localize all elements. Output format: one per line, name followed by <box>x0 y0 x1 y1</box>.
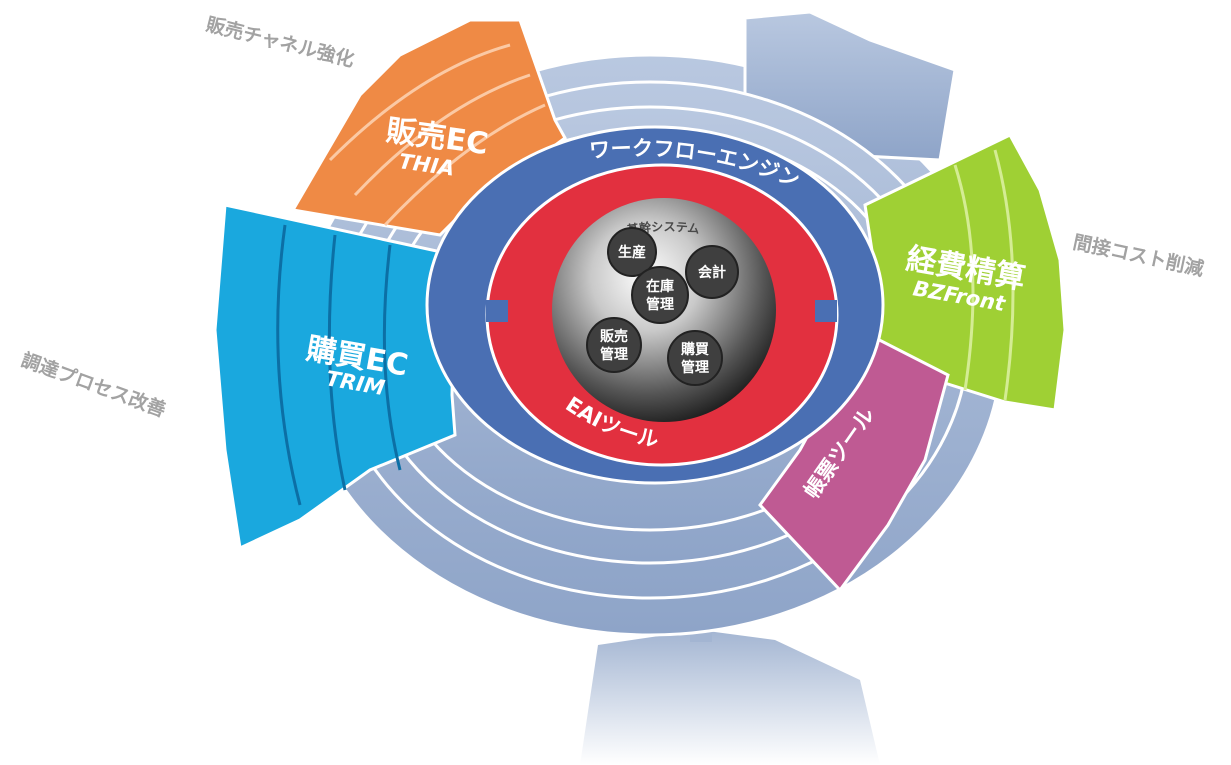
module-inventory: 在庫 管理 <box>631 266 689 324</box>
module-sales-label-2: 管理 <box>600 346 628 363</box>
ring-eai-notch-right <box>815 300 837 322</box>
module-accounting: 会計 <box>685 245 739 299</box>
module-inventory-label-2: 管理 <box>646 296 674 313</box>
ring-eai-notch-left <box>486 300 508 322</box>
core-system: 基幹システム 生産 会計 在庫 管理 販売 管理 購買 管理 <box>552 198 776 422</box>
module-purchase-label-1: 購買 <box>680 341 710 358</box>
goal-label-indirect-cost: 間接コスト削減 <box>1071 230 1206 280</box>
module-sales: 販売 管理 <box>586 317 642 373</box>
module-inventory-label-1: 在庫 <box>646 278 674 295</box>
segment-sales-ec-grooves <box>328 43 546 227</box>
module-production: 生産 <box>607 227 657 277</box>
segment-purchase-ec-grooves <box>276 224 402 506</box>
module-purchase-label-2: 管理 <box>681 359 709 376</box>
module-sales-label-1: 販売 <box>600 328 628 345</box>
segment-expense: 経費精算 BZFront <box>863 133 1067 412</box>
segment-forms: 帳票ツール <box>758 322 950 593</box>
goal-label-procurement: 調達プロセス改善 <box>18 348 169 422</box>
module-production-label: 生産 <box>618 244 646 261</box>
bottom-pedestal <box>580 630 880 765</box>
segment-expense-grooves <box>953 149 1015 401</box>
goal-label-sales-channel: 販売チャネル強化 <box>204 13 357 72</box>
module-accounting-label: 会計 <box>698 264 726 281</box>
module-purchase: 購買 管理 <box>667 330 723 386</box>
